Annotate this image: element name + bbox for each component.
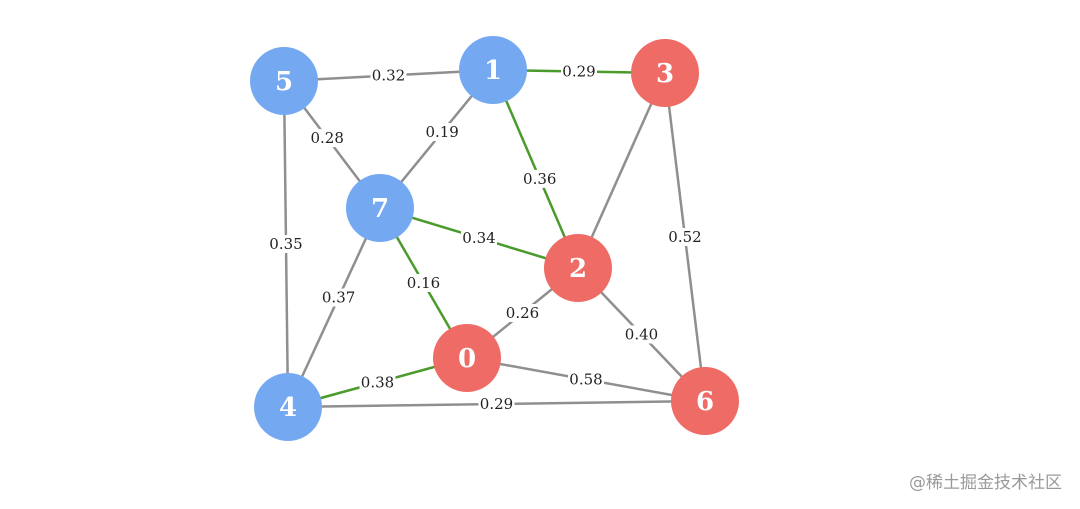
edge-weight-text: 0.16 [407, 274, 440, 292]
node-2: 2 [544, 234, 612, 302]
node-label: 6 [696, 387, 714, 417]
node-label: 7 [371, 194, 389, 224]
node-circle [544, 234, 612, 302]
node-3: 3 [631, 39, 699, 107]
edge-weight-text: 0.32 [372, 67, 405, 85]
edge-weight-bg [561, 62, 597, 81]
edge-weight-bg [359, 373, 396, 392]
node-label: 0 [458, 344, 476, 374]
edge-weight-bg [424, 123, 461, 142]
edge-labels-layer: 0.32 0.29 0.28 0.19 0.36 0.52 0.35 0.34 0.16 0.37… [268, 62, 703, 413]
edge-7-4 [286, 207, 382, 408]
edge-weight-text: 0.29 [562, 63, 595, 81]
edge-weight-text: 0.38 [361, 374, 394, 392]
node-circle [459, 36, 527, 104]
node-label: 2 [569, 254, 587, 284]
edge-weight-text: 0.34 [462, 229, 495, 247]
edge-1-2 [491, 69, 580, 269]
edge-weight-label-4-6: 0.29 [478, 395, 515, 413]
edge-weight-bg [405, 274, 442, 292]
node-circle [671, 367, 739, 435]
edge-weight-label-7-0: 0.16 [405, 274, 442, 292]
edge-weight-text: 0.29 [480, 395, 513, 413]
edge-weight-label-7-4: 0.37 [320, 288, 357, 307]
edge-weight-text: 0.58 [569, 371, 602, 389]
edge-weight-bg [568, 370, 604, 389]
edge-weight-label-5-4: 0.35 [268, 235, 304, 253]
node-1: 1 [459, 36, 527, 104]
edge-weight-bg [268, 235, 304, 253]
nodes-layer: 0 1 2 3 4 5 6 7 [250, 36, 739, 441]
edge-weight-label-2-0: 0.26 [504, 304, 541, 322]
node-5: 5 [250, 47, 318, 115]
node-6: 6 [671, 367, 739, 435]
node-label: 4 [279, 393, 297, 423]
edge-weight-bg [623, 325, 660, 344]
edge-weight-label-1-2: 0.36 [521, 169, 558, 188]
edge-weight-text: 0.19 [425, 123, 458, 141]
node-7: 7 [346, 174, 414, 242]
node-label: 3 [656, 59, 674, 89]
node-circle [433, 324, 501, 392]
edge-weight-text: 0.40 [625, 326, 658, 344]
edge-weight-bg [478, 395, 515, 413]
node-label: 1 [484, 56, 502, 86]
edge-weight-text: 0.36 [523, 170, 556, 188]
edge-weight-text: 0.35 [269, 235, 302, 253]
edge-weight-bg [320, 288, 357, 307]
edge-weight-text: 0.28 [310, 129, 343, 147]
edge-weight-label-5-1: 0.32 [370, 66, 407, 85]
edge-weight-bg [504, 304, 541, 322]
edge-weight-label-1-3: 0.29 [561, 62, 597, 81]
node-0: 0 [433, 324, 501, 392]
node-label: 5 [275, 67, 293, 97]
edge-weight-bg [461, 229, 497, 247]
edge-weight-text: 0.52 [668, 228, 701, 246]
node-circle [631, 39, 699, 107]
edge-weight-bg [309, 129, 346, 148]
edge-weight-text: 0.26 [506, 304, 539, 322]
edge-weight-bg [521, 169, 558, 188]
edge-weight-label-4-0: 0.38 [359, 373, 396, 392]
node-circle [254, 373, 322, 441]
edge-weight-bg [370, 66, 407, 85]
edge-3-2 [576, 72, 667, 269]
watermark: @稀土掘金技术社区 [909, 473, 1062, 493]
node-circle [250, 47, 318, 115]
edge-weight-label-0-6: 0.58 [568, 370, 604, 389]
edge-weight-label-3-6: 0.52 [667, 228, 703, 246]
node-4: 4 [254, 373, 322, 441]
edge-weight-label-7-2: 0.34 [461, 229, 497, 247]
node-circle [346, 174, 414, 242]
edge-weight-label-2-6: 0.40 [623, 325, 660, 344]
edge-weight-label-5-7: 0.28 [309, 129, 346, 148]
edge-weight-label-1-7: 0.19 [424, 123, 461, 142]
edge-weight-text: 0.37 [322, 289, 355, 307]
edge-weight-bg [667, 228, 703, 246]
